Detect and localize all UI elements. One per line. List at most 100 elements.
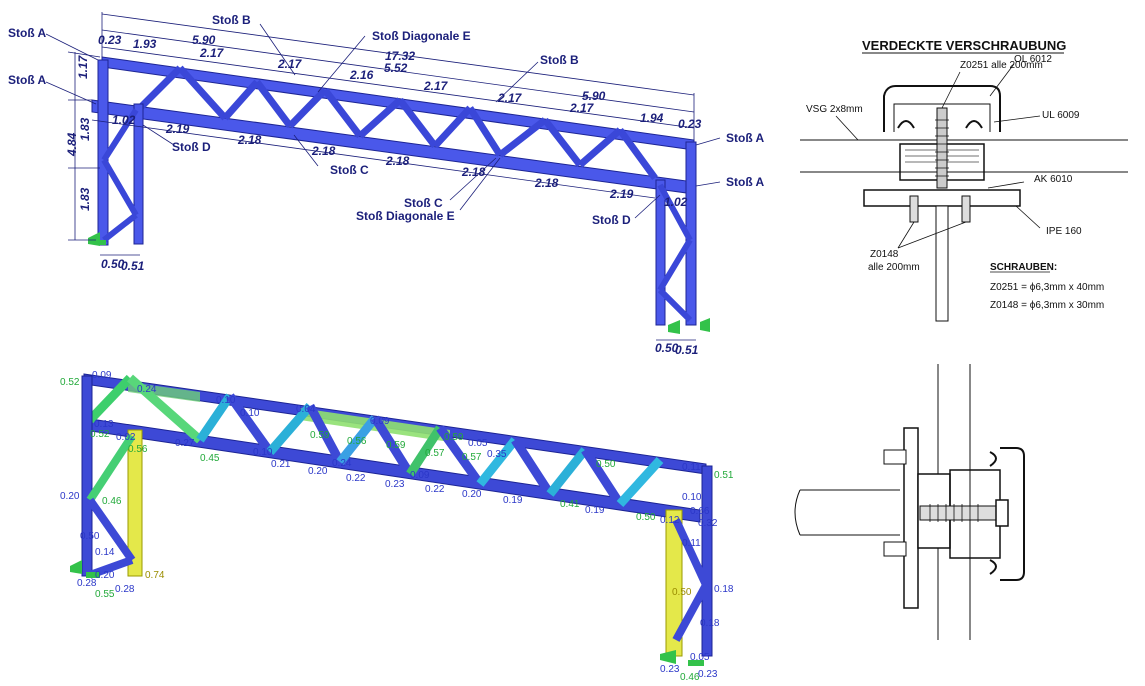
result-value: 0.09 [92, 370, 112, 381]
dim-value: 2.17 [423, 79, 449, 93]
label-stoss-c-1: Stoß C [330, 163, 369, 177]
label-stoss-a-2: Stoß A [8, 73, 47, 87]
label-stoss-a-4: Stoß A [726, 175, 765, 189]
dim-vertical: 1.17 [76, 54, 90, 79]
dim-value: 0.23 [678, 117, 702, 131]
result-value: 0.09 [410, 470, 430, 481]
result-value: 0.24 [137, 384, 157, 395]
result-value: 0.11 [682, 462, 701, 473]
dim-value: 1.94 [640, 111, 664, 125]
result-value: 0.11 [682, 538, 701, 549]
result-value: 0.32 [698, 518, 718, 529]
detail-screws-heading: SCHRAUBEN: [990, 262, 1057, 273]
label-stoss-d-1: Stoß D [172, 140, 211, 154]
result-value: 0.66 [690, 506, 710, 517]
result-value: 0.27 [175, 438, 195, 449]
result-value: 0.74 [145, 570, 165, 581]
result-value: 0.22 [346, 473, 366, 484]
result-value: 0.41 [560, 499, 580, 510]
dim-value: 2.17 [569, 101, 595, 115]
dim-value: 1.93 [133, 37, 157, 51]
dim-value: 2.17 [497, 91, 523, 105]
dim-value: 1.02 [112, 113, 136, 127]
dim-value: 2.18 [385, 154, 410, 168]
dim-value: 2.18 [311, 144, 336, 158]
dim-value: 17.32 [385, 49, 415, 63]
dim-value: 0.51 [675, 343, 699, 357]
result-value: 0.13 [94, 419, 114, 430]
dim-value: 0.50 [101, 257, 125, 271]
result-value: 0.50 [596, 459, 616, 470]
result-value: 0.19 [503, 495, 523, 506]
result-value: 0.10 [253, 447, 273, 458]
detail-screw-spec-1: Z0251 = ϕ6,3mm x 40mm [990, 282, 1104, 293]
dim-value: 5.90 [192, 33, 216, 47]
detail-label-ol: OL 6012 [1014, 54, 1052, 65]
result-value: 0.56 [128, 444, 148, 455]
dim-vertical: 1.83 [78, 117, 92, 141]
result-value: 0.24 [332, 458, 352, 469]
detail-label-ul: UL 6009 [1042, 110, 1080, 121]
result-value: 0.52 [90, 429, 110, 440]
result-value: 0.20 [95, 570, 115, 581]
label-stoss-c-2: Stoß C [404, 196, 443, 210]
detail-screw-spec-2: Z0148 = ϕ6,3mm x 30mm [990, 300, 1104, 311]
dim-value: 0.50 [655, 341, 679, 355]
result-value: 0.23 [698, 669, 718, 680]
label-stoss-diagonale-e-1: Stoß Diagonale E [372, 29, 471, 43]
result-value: 0.21 [271, 459, 291, 470]
result-value: 0.02 [116, 432, 136, 443]
detail-label-z0251: Z0251 alle 200mm [960, 60, 1043, 71]
result-value: 0.28 [77, 578, 97, 589]
dim-value: 2.18 [534, 176, 559, 190]
result-value: 0.20 [308, 466, 328, 477]
detail-label-ipe: IPE 160 [1046, 226, 1082, 237]
dim-value: 0.23 [98, 33, 122, 47]
result-value: 0.46 [680, 672, 700, 683]
results-model-bottom: 0.09 0.52 0.24 0.10 0.10 0.04 0.09 0.13 … [60, 370, 734, 683]
detail-label-z0148: Z0148 [870, 249, 899, 260]
dim-value: 5.52 [384, 61, 408, 75]
dim-vertical: 1.83 [78, 187, 92, 211]
dim-value: 2.19 [609, 187, 634, 201]
result-value: 0.57 [462, 452, 482, 463]
result-value: 0.20 [462, 489, 482, 500]
detail-section-drawing: VERDECKTE VERSCHRAUBUNG [800, 38, 1128, 322]
result-value: 0.59 [386, 440, 406, 451]
detail-label-z0148-interval: alle 200mm [868, 262, 920, 273]
label-stoss-b-1: Stoß B [212, 13, 251, 27]
label-stoss-a-1: Stoß A [8, 26, 47, 40]
result-value: 0.20 [60, 491, 80, 502]
result-value: 0.10 [240, 408, 260, 419]
label-stoss-a-3: Stoß A [726, 131, 765, 145]
result-value: 0.45 [200, 453, 220, 464]
dim-value: 2.18 [237, 133, 262, 147]
dim-vertical: 4.84 [65, 132, 79, 157]
dim-value: 2.17 [199, 46, 225, 60]
dim-value: 0.51 [121, 259, 145, 273]
label-stoss-diagonale-e-2: Stoß Diagonale E [356, 209, 455, 223]
dim-value: 2.19 [165, 122, 190, 136]
result-value: 0.14 [95, 547, 115, 558]
dim-value: 2.18 [461, 165, 486, 179]
detail-label-ak: AK 6010 [1034, 174, 1073, 185]
result-value: 0.35 [487, 449, 507, 460]
result-value: 0.05 [690, 652, 710, 663]
result-value: 0.55 [95, 589, 115, 600]
result-value: 0.50 [636, 512, 656, 523]
dim-value: 2.16 [349, 68, 374, 82]
detail-plan-drawing [794, 364, 1025, 640]
truss-model-top: Stoß A Stoß A Stoß B Stoß Diagonale E St… [8, 12, 765, 357]
result-value: 0.59 [444, 432, 464, 443]
result-value: 0.52 [60, 377, 80, 388]
result-value: 0.23 [660, 664, 680, 675]
result-value: 0.12 [660, 515, 680, 526]
result-value: 0.51 [714, 470, 734, 481]
label-stoss-b-2: Stoß B [540, 53, 579, 67]
result-value: 0.22 [425, 484, 445, 495]
result-value: 0.46 [102, 496, 122, 507]
dim-value: 2.17 [277, 57, 303, 71]
result-value: 0.04 [296, 404, 316, 415]
result-value: 0.59 [310, 430, 330, 441]
result-value: 0.19 [585, 505, 605, 516]
